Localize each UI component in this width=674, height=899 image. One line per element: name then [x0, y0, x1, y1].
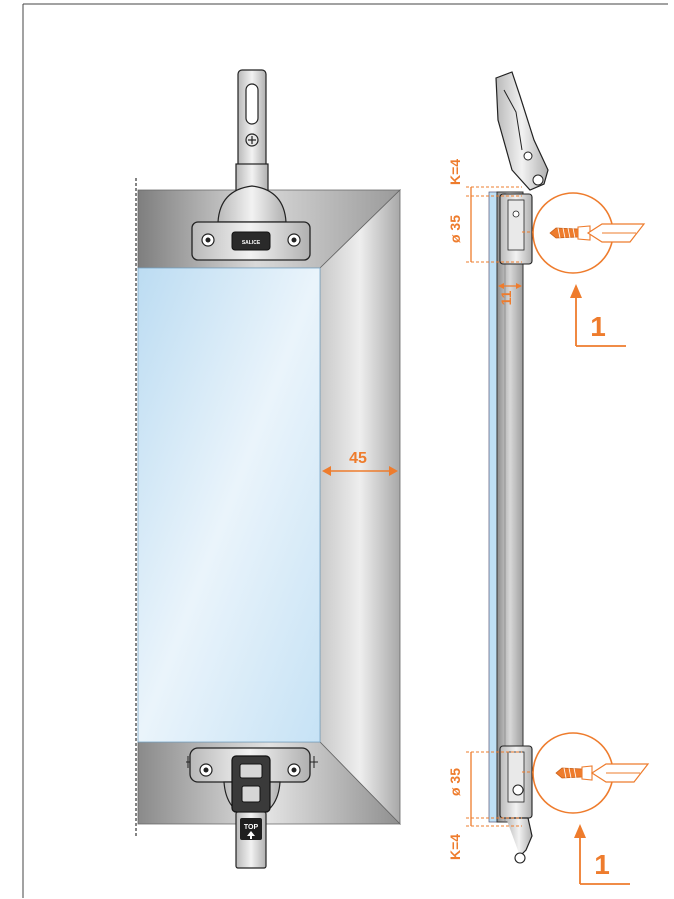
width-dimension-label: 45: [349, 450, 367, 467]
top-hinge-side: [495, 71, 549, 265]
top-hinge-front: SALICE: [191, 69, 311, 261]
bottom-screwdriver-icon: [590, 763, 650, 783]
hinge-top-tag: TOP: [244, 824, 259, 831]
hinge-brand-tag: SALICE: [242, 240, 261, 246]
bottom-screw-detail-icon: [555, 765, 593, 781]
arrow-up-icon: [247, 831, 255, 839]
cup-bottom-label: ø 35: [447, 768, 463, 796]
step-marker-bottom: 1: [574, 824, 630, 885]
top-screw-icon: [549, 225, 591, 241]
door-side-view: K=4 ø 35 11 ø 35 K=4: [447, 71, 650, 885]
bottom-hinge-side: [499, 745, 533, 864]
step-marker-top: 1: [570, 284, 626, 347]
cup-top-label: ø 35: [447, 215, 463, 243]
page-border: [22, 3, 668, 898]
side-profile: [496, 191, 524, 823]
step-number-top: 1: [590, 311, 606, 342]
offset-dimension: 11: [498, 283, 522, 305]
glass-panel: [137, 267, 321, 743]
side-glass-strip: [488, 191, 498, 823]
door-front-view: SALICE TOP 45: [135, 69, 401, 869]
k-bottom-label: K=4: [447, 834, 463, 860]
bottom-screw-icon: [514, 852, 526, 864]
offset-label: 11: [498, 290, 514, 305]
bottom-hinge-front: TOP: [186, 747, 318, 869]
frame-right: [319, 189, 401, 825]
step-number-bottom: 1: [594, 849, 610, 880]
width-dimension: 45: [322, 450, 398, 476]
top-screwdriver-icon: [586, 223, 646, 243]
k-top-label: K=4: [447, 159, 463, 185]
